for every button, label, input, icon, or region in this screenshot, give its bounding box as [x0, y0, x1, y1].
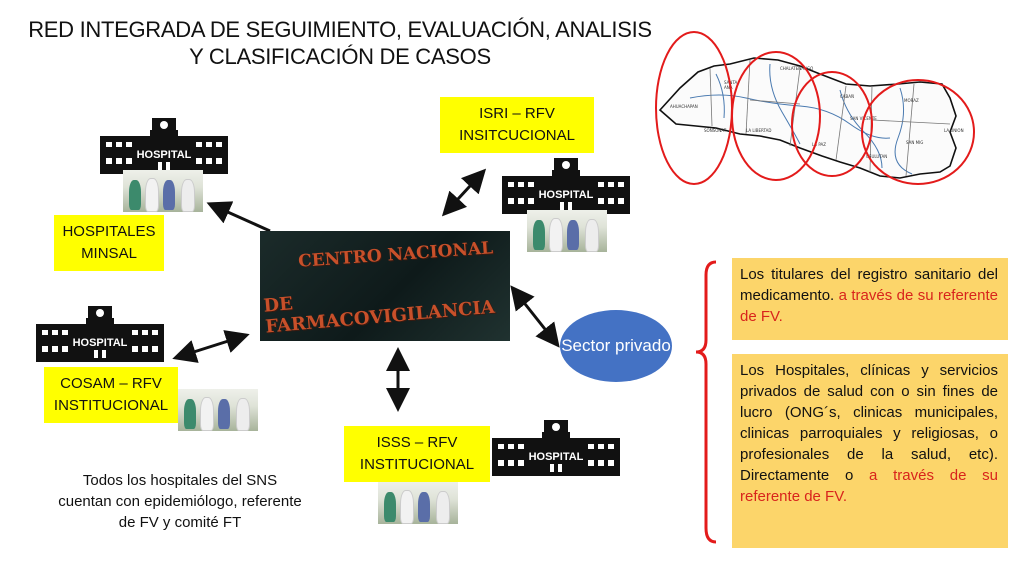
region-circle-central [731, 51, 821, 181]
svg-text:SONSONAT: SONSONAT [704, 128, 727, 133]
hospital-staff-photo [378, 482, 458, 524]
hospitales-privados-text: Los Hospitales, clínicas y servicios pri… [740, 362, 998, 484]
center-line1: CENTRO NACIONAL [297, 238, 494, 272]
region-circle-oriental [861, 79, 975, 185]
svg-text:USULUTAN: USULUTAN [866, 154, 887, 159]
svg-text:LA UNION: LA UNION [944, 128, 964, 133]
hospital-icon: HOSPITAL [100, 118, 228, 174]
arrow-cosam [172, 330, 250, 363]
hospital-icon: HOSPITAL [36, 306, 164, 362]
isri-box: ISRI – RFV INSITCUCIONAL [440, 97, 594, 153]
svg-text:MORAZ: MORAZ [904, 98, 919, 103]
svg-text:CHALATENANGO: CHALATENANGO [780, 66, 813, 71]
region-circle-paracentral [791, 71, 873, 177]
arrow-isri [441, 168, 487, 217]
center-line2: DE FARMACOVIGILANCIA [262, 293, 496, 338]
hospital-staff-photo [178, 389, 258, 431]
map-outline [658, 57, 957, 179]
svg-text:HOSPITAL: HOSPITAL [529, 451, 584, 463]
hospitales-privados-red-text: a través de su referente de FV. [740, 467, 998, 505]
hospital-icon: HOSPITAL [492, 420, 620, 476]
svg-text:SAN MIG: SAN MIG [906, 140, 923, 145]
hospital-icon: HOSPITAL [502, 158, 630, 214]
svg-text:LA PAZ: LA PAZ [812, 142, 826, 147]
titulares-text: Los titulares del registro sanitario del… [740, 266, 998, 304]
titulares-red-text: a través de su referente de FV. [740, 287, 998, 325]
svg-text:LA LIBERTAD: LA LIBERTAD [746, 128, 771, 133]
svg-text:HOSPITAL: HOSPITAL [73, 337, 128, 349]
svg-text:HOSPITAL: HOSPITAL [539, 189, 594, 201]
arrow-sector [510, 285, 560, 348]
svg-text:HOSPITAL: HOSPITAL [137, 149, 192, 161]
arrow-hospitales [206, 201, 271, 233]
titulares-box: Los titulares del registro sanitario del… [732, 258, 1008, 340]
hospital-staff-photo [123, 170, 203, 212]
svg-text:ANA: ANA [724, 85, 733, 90]
svg-text:CABAÑ: CABAÑ [840, 94, 854, 99]
hospitales-privados-box: Los Hospitales, clínicas y servicios pri… [732, 354, 1008, 548]
centro-nacional-farmacovigilancia-image: CENTRO NACIONAL DE FARMACOVIGILANCIA [260, 231, 510, 341]
hospitales-minsal-box: HOSPITALES MINSAL [54, 215, 164, 271]
svg-text:AHUACHAPAN: AHUACHAPAN [670, 104, 698, 109]
hospital-staff-photo [527, 210, 607, 252]
sns-note: Todos los hospitales del SNS cuentan con… [58, 472, 302, 531]
cosam-box: COSAM – RFV INSTITUCIONAL [44, 367, 178, 423]
page-title: RED INTEGRADA DE SEGUIMIENTO, EVALUACIÓN… [28, 17, 652, 69]
isss-box: ISSS – RFV INSTITUCIONAL [344, 426, 490, 482]
sector-privado-ellipse: Sector privado [560, 310, 672, 382]
red-bracket [695, 260, 717, 544]
